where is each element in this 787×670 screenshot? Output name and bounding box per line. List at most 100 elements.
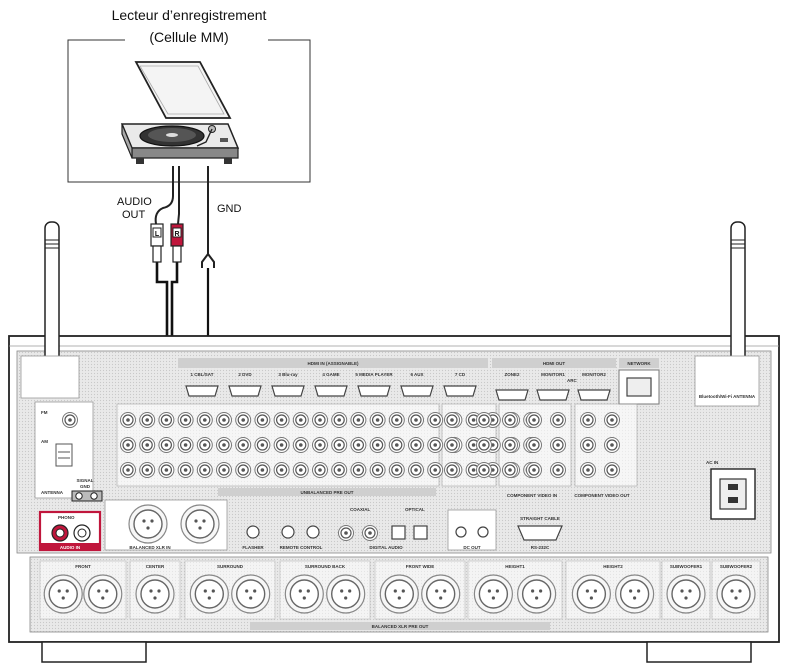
rca-jack [369, 436, 386, 454]
rca-jack [549, 461, 567, 479]
rca-jack [475, 461, 493, 479]
balanced-xlr-in: BALANCED XLR IN [104, 499, 228, 551]
hdmi-section: HDMI IN (ASSIGNABLE) HDMI OUT NETWORK [178, 358, 660, 405]
rca-jack [579, 461, 597, 479]
signal-gnd-label-1: SIGNAL [76, 478, 93, 483]
hdmi-out-port: MONITOR1 [536, 372, 570, 401]
rca-jack [119, 461, 137, 479]
hdmi-in-port: 7 CD [443, 372, 477, 397]
rca-jack [407, 461, 425, 479]
rca-jack [158, 461, 175, 479]
rca-jack [443, 461, 461, 479]
xlr-pre-out-group: SUBWOOFER1 [661, 560, 711, 620]
digital-audio-inputs: COAXIAL OPTICAL DIGITAL AUDIO [337, 507, 428, 550]
phono-input: PHONO AUDIO IN [38, 510, 102, 552]
rca-jack [331, 461, 348, 479]
rca-jack [292, 461, 309, 479]
rca-jack [443, 436, 461, 454]
rca-jack [603, 436, 621, 454]
rca-jack [350, 461, 367, 479]
hdmi-in-port-label: 1 CBL/SAT [191, 372, 214, 377]
hdmi-in-port-label: 7 CD [455, 372, 466, 377]
bt-antenna-label: Bluetooth/Wi-Fi ANTENNA [699, 394, 756, 399]
rca-jack [119, 411, 137, 429]
antenna-label: ANTENNA [41, 490, 64, 495]
player-subtitle: (Cellule MM) [149, 29, 228, 45]
dc-out-jacks: DC OUT [447, 509, 497, 551]
gnd-terminal [201, 253, 215, 268]
rca-jack [388, 436, 405, 454]
rca-jack [292, 411, 309, 429]
hdmi-in-port: 5 MEDIA PLAYER [355, 372, 393, 397]
rca-jack [407, 411, 425, 429]
hdmi-in-header: HDMI IN (ASSIGNABLE) [308, 361, 360, 366]
xlr-pre-out-label: FRONT [75, 564, 91, 569]
rca-jack [369, 411, 386, 429]
rca-jack [525, 411, 543, 429]
hdmi-out-port-label: MONITOR1 [541, 372, 565, 377]
rca-jack [139, 411, 156, 429]
xlr-pre-out-label: SUBWOOFER1 [670, 564, 703, 569]
rca-jack [475, 436, 493, 454]
xlr-pre-out-label: CENTER [146, 564, 165, 569]
xlr-pre-out-group: CENTER [129, 560, 181, 620]
xlr-jack [666, 574, 706, 614]
hdmi-in-port-label: 5 MEDIA PLAYER [355, 372, 393, 377]
optical-label: OPTICAL [405, 507, 425, 512]
flasher-remote-jacks: FLASHER REMOTE CONTROL [242, 525, 323, 550]
rca-jack [427, 411, 444, 429]
hdmi-out-port-label: MONITOR2 [582, 372, 606, 377]
hdmi-in-port-label: 3 Blu-ray [278, 372, 298, 377]
digital-audio-label: DIGITAL AUDIO [369, 545, 403, 550]
xlr-pre-out-label: HEIGHT2 [603, 564, 623, 569]
rca-jack [350, 411, 367, 429]
hdmi-in-port-label: 2 DVD [238, 372, 252, 377]
turntable-box: Lecteur d’enregistrement (Cellule MM) [67, 7, 311, 183]
rca-jack [177, 436, 194, 454]
arc-label: ARC [567, 378, 577, 383]
rca-jack [427, 436, 444, 454]
rca-jack [235, 411, 252, 429]
rca-jack [196, 461, 213, 479]
coaxial-label: COAXIAL [350, 507, 371, 512]
network-header: NETWORK [627, 361, 651, 366]
xlr-pre-out-label: SUBWOOFER2 [720, 564, 753, 569]
xlr-pre-out-group: SUBWOOFER2 [711, 560, 761, 620]
rca-jack [158, 436, 175, 454]
xlr-jack [421, 574, 461, 614]
rca-jack [388, 411, 405, 429]
player-title: Lecteur d’enregistrement [112, 7, 267, 23]
straight-cable-label: STRAIGHT CABLE [520, 516, 560, 521]
xlr-jack [43, 574, 83, 614]
am-label: AM [41, 439, 48, 444]
xlr-pre-out-label: HEIGHT1 [505, 564, 525, 569]
xlr-jack [326, 574, 366, 614]
gnd-label: GND [217, 203, 242, 215]
audio-out-label-2: OUT [122, 209, 146, 221]
hdmi-in-port: 2 DVD [228, 372, 262, 397]
xlr-jack [284, 574, 324, 614]
flasher-label: FLASHER [242, 545, 264, 550]
hdmi-out-header: HDMI OUT [543, 361, 565, 366]
rca-jack [475, 411, 493, 429]
remote-control-label: REMOTE CONTROL [280, 545, 323, 550]
xlr-pre-out-group: HEIGHT1 [467, 560, 563, 620]
xlr-pre-out-group: FRONT WIDE [374, 560, 466, 620]
rca-jack [196, 436, 213, 454]
xlr-jack [189, 574, 230, 614]
rca-jack [119, 436, 137, 454]
rca-jack [388, 461, 405, 479]
rca-jack [501, 461, 519, 479]
rca-jack [311, 411, 329, 429]
xlr-pre-out-group: SURROUND BACK [279, 560, 371, 620]
xlr-jack [516, 574, 557, 614]
rca-jack [603, 461, 621, 479]
rca-jack [235, 436, 252, 454]
rca-jack [177, 411, 194, 429]
rca-jack [177, 461, 194, 479]
rs232c-port: STRAIGHT CABLE RS-232C [517, 516, 563, 550]
xlr-pre-out-group: FRONT [39, 560, 127, 620]
rca-jack [292, 436, 309, 454]
rca-jack [158, 411, 175, 429]
